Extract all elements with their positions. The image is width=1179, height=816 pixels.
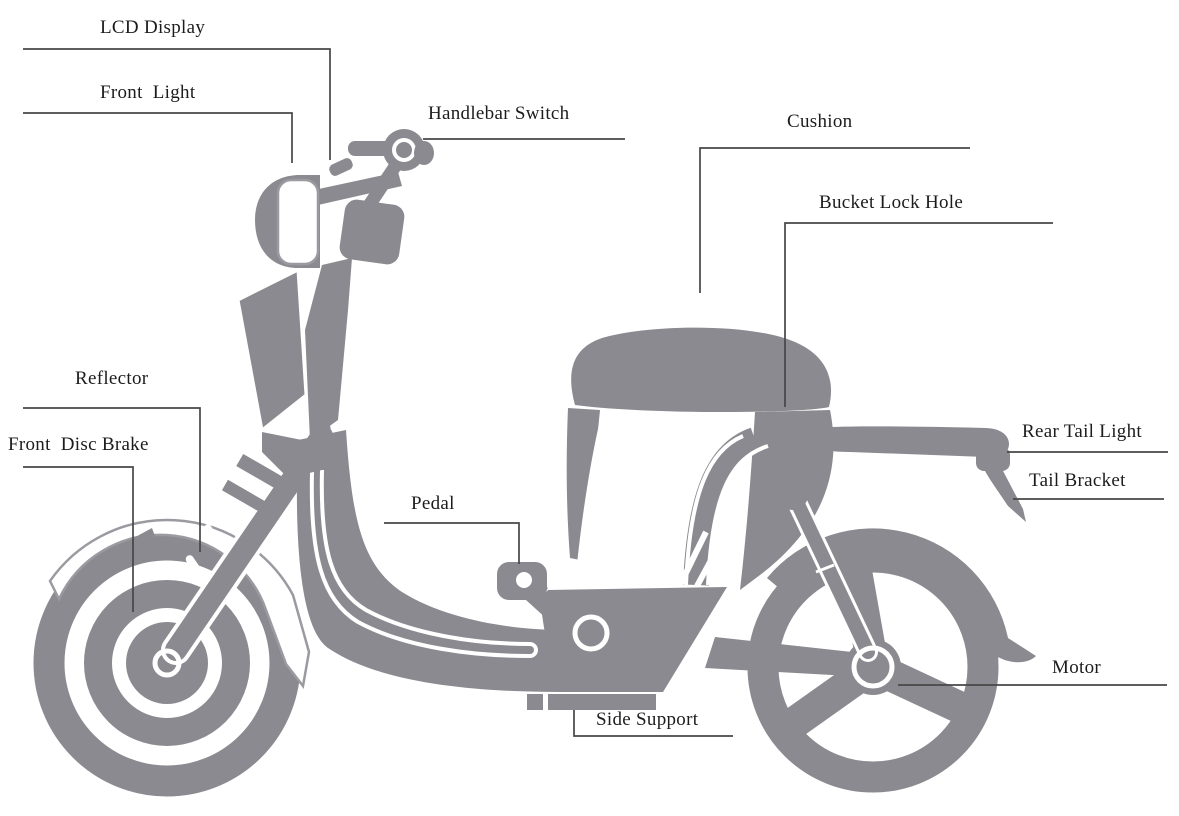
swing-arm [705,637,852,676]
leader-pedal [384,522,520,564]
leader-side-support [573,710,733,737]
rear-rack [776,416,1026,522]
front-axle [152,648,182,678]
seat-bucket [566,327,834,590]
label-rear-tail-light: Rear Tail Light [1022,421,1142,442]
rear-tail-light [976,447,1010,471]
leader-cushion [699,147,970,293]
leader-lcd-display [23,48,331,160]
body-emblem [572,614,610,652]
rear-shock [778,480,895,689]
pedal [497,562,560,620]
handlebar [314,129,434,265]
motor-ring [851,645,895,689]
tail-bracket [985,469,1026,522]
leader-front-light [23,112,293,163]
label-lcd-display: LCD Display [100,17,206,38]
label-tail-bracket: Tail Bracket [1029,470,1126,491]
leader-bucket-lock-hole [784,222,1053,407]
reflector-slot [185,524,220,585]
label-handlebar-switch: Handlebar Switch [428,103,570,124]
lcd-console [339,199,405,265]
fender-beak [100,528,160,576]
leader-lines [23,48,1168,737]
label-bucket-lock-hole: Bucket Lock Hole [819,192,964,213]
side-support [527,694,656,710]
cushion [571,327,832,413]
leg-shield [221,258,352,513]
label-motor: Motor [1052,657,1101,678]
label-cushion: Cushion [787,111,853,132]
label-reflector: Reflector [75,368,149,389]
label-front-disc-brake: Front Disc Brake [8,434,149,455]
leader-front-disc-brake [23,466,134,612]
leader-reflector [23,407,201,552]
frame-footboard [296,430,562,692]
front-light [255,175,320,268]
label-pedal: Pedal [411,493,455,514]
label-front-light: Front Light [100,82,196,103]
bucket [575,412,753,585]
label-side-support: Side Support [596,709,699,730]
